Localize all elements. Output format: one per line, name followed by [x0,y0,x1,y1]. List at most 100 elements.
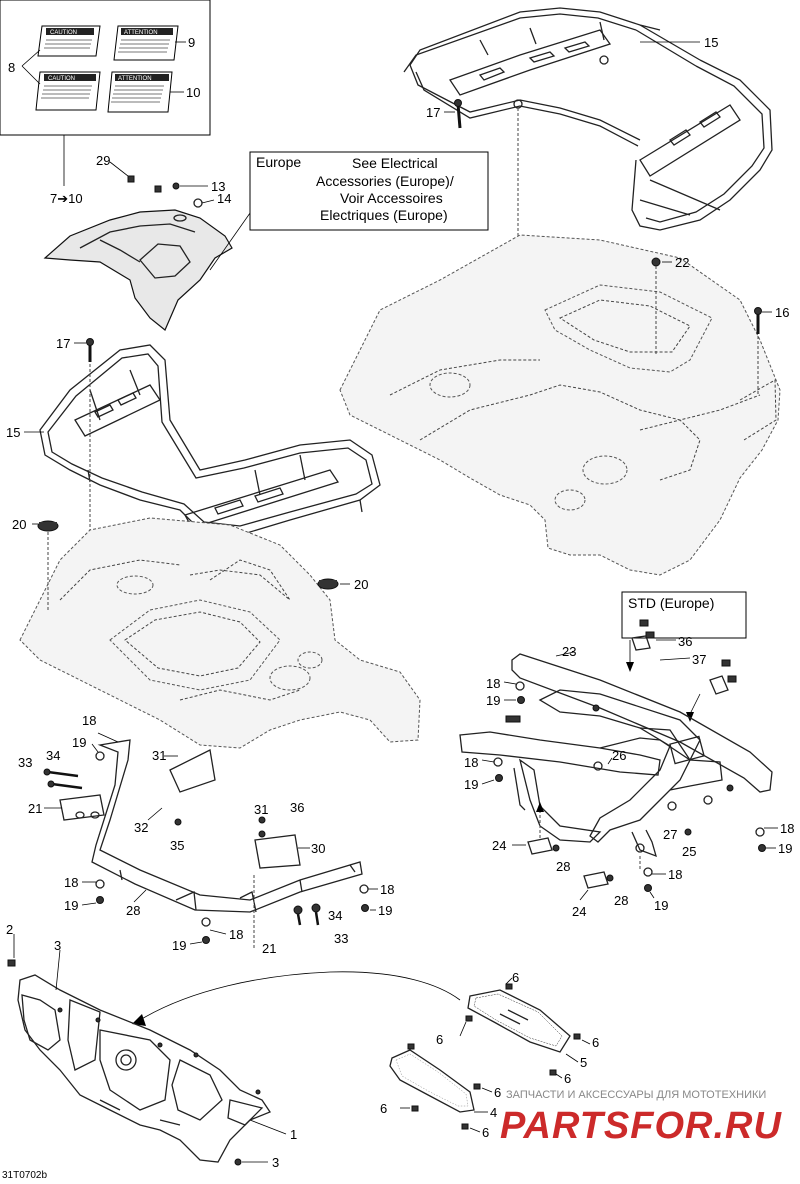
callout-30: 30 [311,841,325,856]
grille-5 [467,989,571,1053]
callout-5: 5 [580,1055,587,1070]
callout-28-a: 28 [556,859,570,874]
callout-6-e: 6 [380,1101,387,1116]
callout-12: 14 [217,191,231,206]
callout-35-mid: 36 [290,800,304,815]
callout-19-d: 19 [172,938,186,953]
callout-10: 10 [186,85,200,100]
callout-18-a: 18 [82,713,96,728]
callout-19-c: 19 [378,903,392,918]
callout-3-bottom: 3 [272,1155,279,1170]
callout-1: 1 [290,1127,297,1142]
callout-34-left: 34 [46,748,60,763]
decal-attention-1: ATTENTION [113,25,179,61]
decal-caution-1: CAUTION [37,25,101,57]
grommet-22 [651,257,661,267]
callout-14: 15 [704,35,718,50]
callout-7-to-10: 7➔10 [50,191,83,206]
front-bumper-1 [17,974,271,1163]
decal-attention-1-title: ATTENTION [124,30,158,36]
callout-9: 9 [188,35,195,50]
grommet-20-right [317,578,339,590]
decal-box: CAUTION ATTENTION CAUTION ATTENTI [0,0,211,136]
callout-26: 26 [612,748,626,763]
callout-31-left: 31 [152,748,166,763]
europe-note-box: Europe See Electrical Accessories (Europ… [249,151,489,231]
callout-35-left: 35 [170,838,184,853]
std-europe-title: STD (Europe) [628,595,714,611]
callout-22: 22 [675,255,689,270]
europe-title: Europe [256,154,301,170]
callout-18-c: 18 [380,882,394,897]
callout-21-right: 21 [262,941,276,956]
callout-17-top: 17 [426,105,440,120]
front-rack-15 [39,344,381,546]
callout-29-text: 28 [126,903,140,918]
callout-13: 29 [96,153,110,168]
callout-18-b: 18 [64,875,78,890]
diagram-id: 31T0702b [2,1170,47,1181]
rear-rack-14 [403,7,773,231]
watermark: ЗАПЧАСТИ И АКСЕССУАРЫ ДЛЯ МОТОТЕХНИКИ PA… [500,1089,781,1147]
grommet-20-left [37,520,59,532]
decal-attention-2-title: ATTENTION [118,76,152,82]
callout-27-text: 27 [663,827,677,842]
callout-18-d: 18 [229,927,243,942]
callout-18-e: 18 [486,676,500,691]
callout-36-label: 36 [678,634,692,649]
europe-line-2: Accessories (Europe)/ [316,173,454,189]
decal-attention-2: ATTENTION [107,71,173,113]
callout-16: 16 [775,305,789,320]
callout-33-right: 33 [334,931,348,946]
callout-37-label: 37 [692,652,706,667]
std-europe-box: STD (Europe) [621,591,747,639]
bracket-24-b [583,871,614,889]
grille-4 [389,1049,475,1113]
callout-18-h: 18 [668,867,682,882]
callout-19-h: 19 [654,898,668,913]
europe-line-1: See Electrical [352,155,438,171]
callout-24-b: 24 [572,904,586,919]
callout-31-mid: 31 [254,802,268,817]
callout-28-b-text: 28 [614,893,628,908]
callout-8: 8 [8,60,15,75]
bolt-16 [754,307,762,334]
callout-19-e: 19 [486,693,500,708]
callout-32: 32 [134,820,148,835]
callout-6-c: 6 [436,1032,443,1047]
callout-19-b: 19 [64,898,78,913]
callout-2: 2 [6,922,13,937]
std-bracket-parts [626,619,737,722]
screw-13 [127,175,162,193]
callout-19-a: 19 [72,735,86,750]
callout-11: 13 [211,179,225,194]
callout-20-right: 20 [354,577,368,592]
callout-6-b: 6 [592,1035,599,1050]
bracket-24-a [527,802,553,855]
callout-15: 15 [6,425,20,440]
bolts-33-34-right [293,903,321,926]
decal-caution-1-title: CAUTION [50,30,77,36]
bolt-17-top [454,99,462,129]
callout-6-d: 6 [564,1071,571,1086]
callout-4: 4 [490,1105,497,1120]
europe-line-4: Electriques (Europe) [320,207,448,223]
callout-20-left: 20 [12,517,26,532]
callout-23-text: 23 [562,644,576,659]
callout-18-g: 18 [780,821,794,836]
rear-subframe-23 [459,653,773,858]
decal-caution-2-title: CAUTION [48,76,75,82]
callout-19-f: 19 [464,777,478,792]
callout-18-f: 18 [464,755,478,770]
bolts-33-34-left [43,768,83,790]
front-fender [19,517,421,749]
watermark-line-1: ЗАПЧАСТИ И АКСЕССУАРЫ ДЛЯ МОТОТЕХНИКИ [506,1089,766,1101]
callout-33-left: 33 [18,755,32,770]
callout-34-right: 34 [328,908,342,923]
callout-17-front: 17 [56,336,70,351]
front-support-frame-29 [59,739,363,913]
callout-6-g: 6 [482,1125,489,1140]
callout-21-left: 21 [28,801,42,816]
